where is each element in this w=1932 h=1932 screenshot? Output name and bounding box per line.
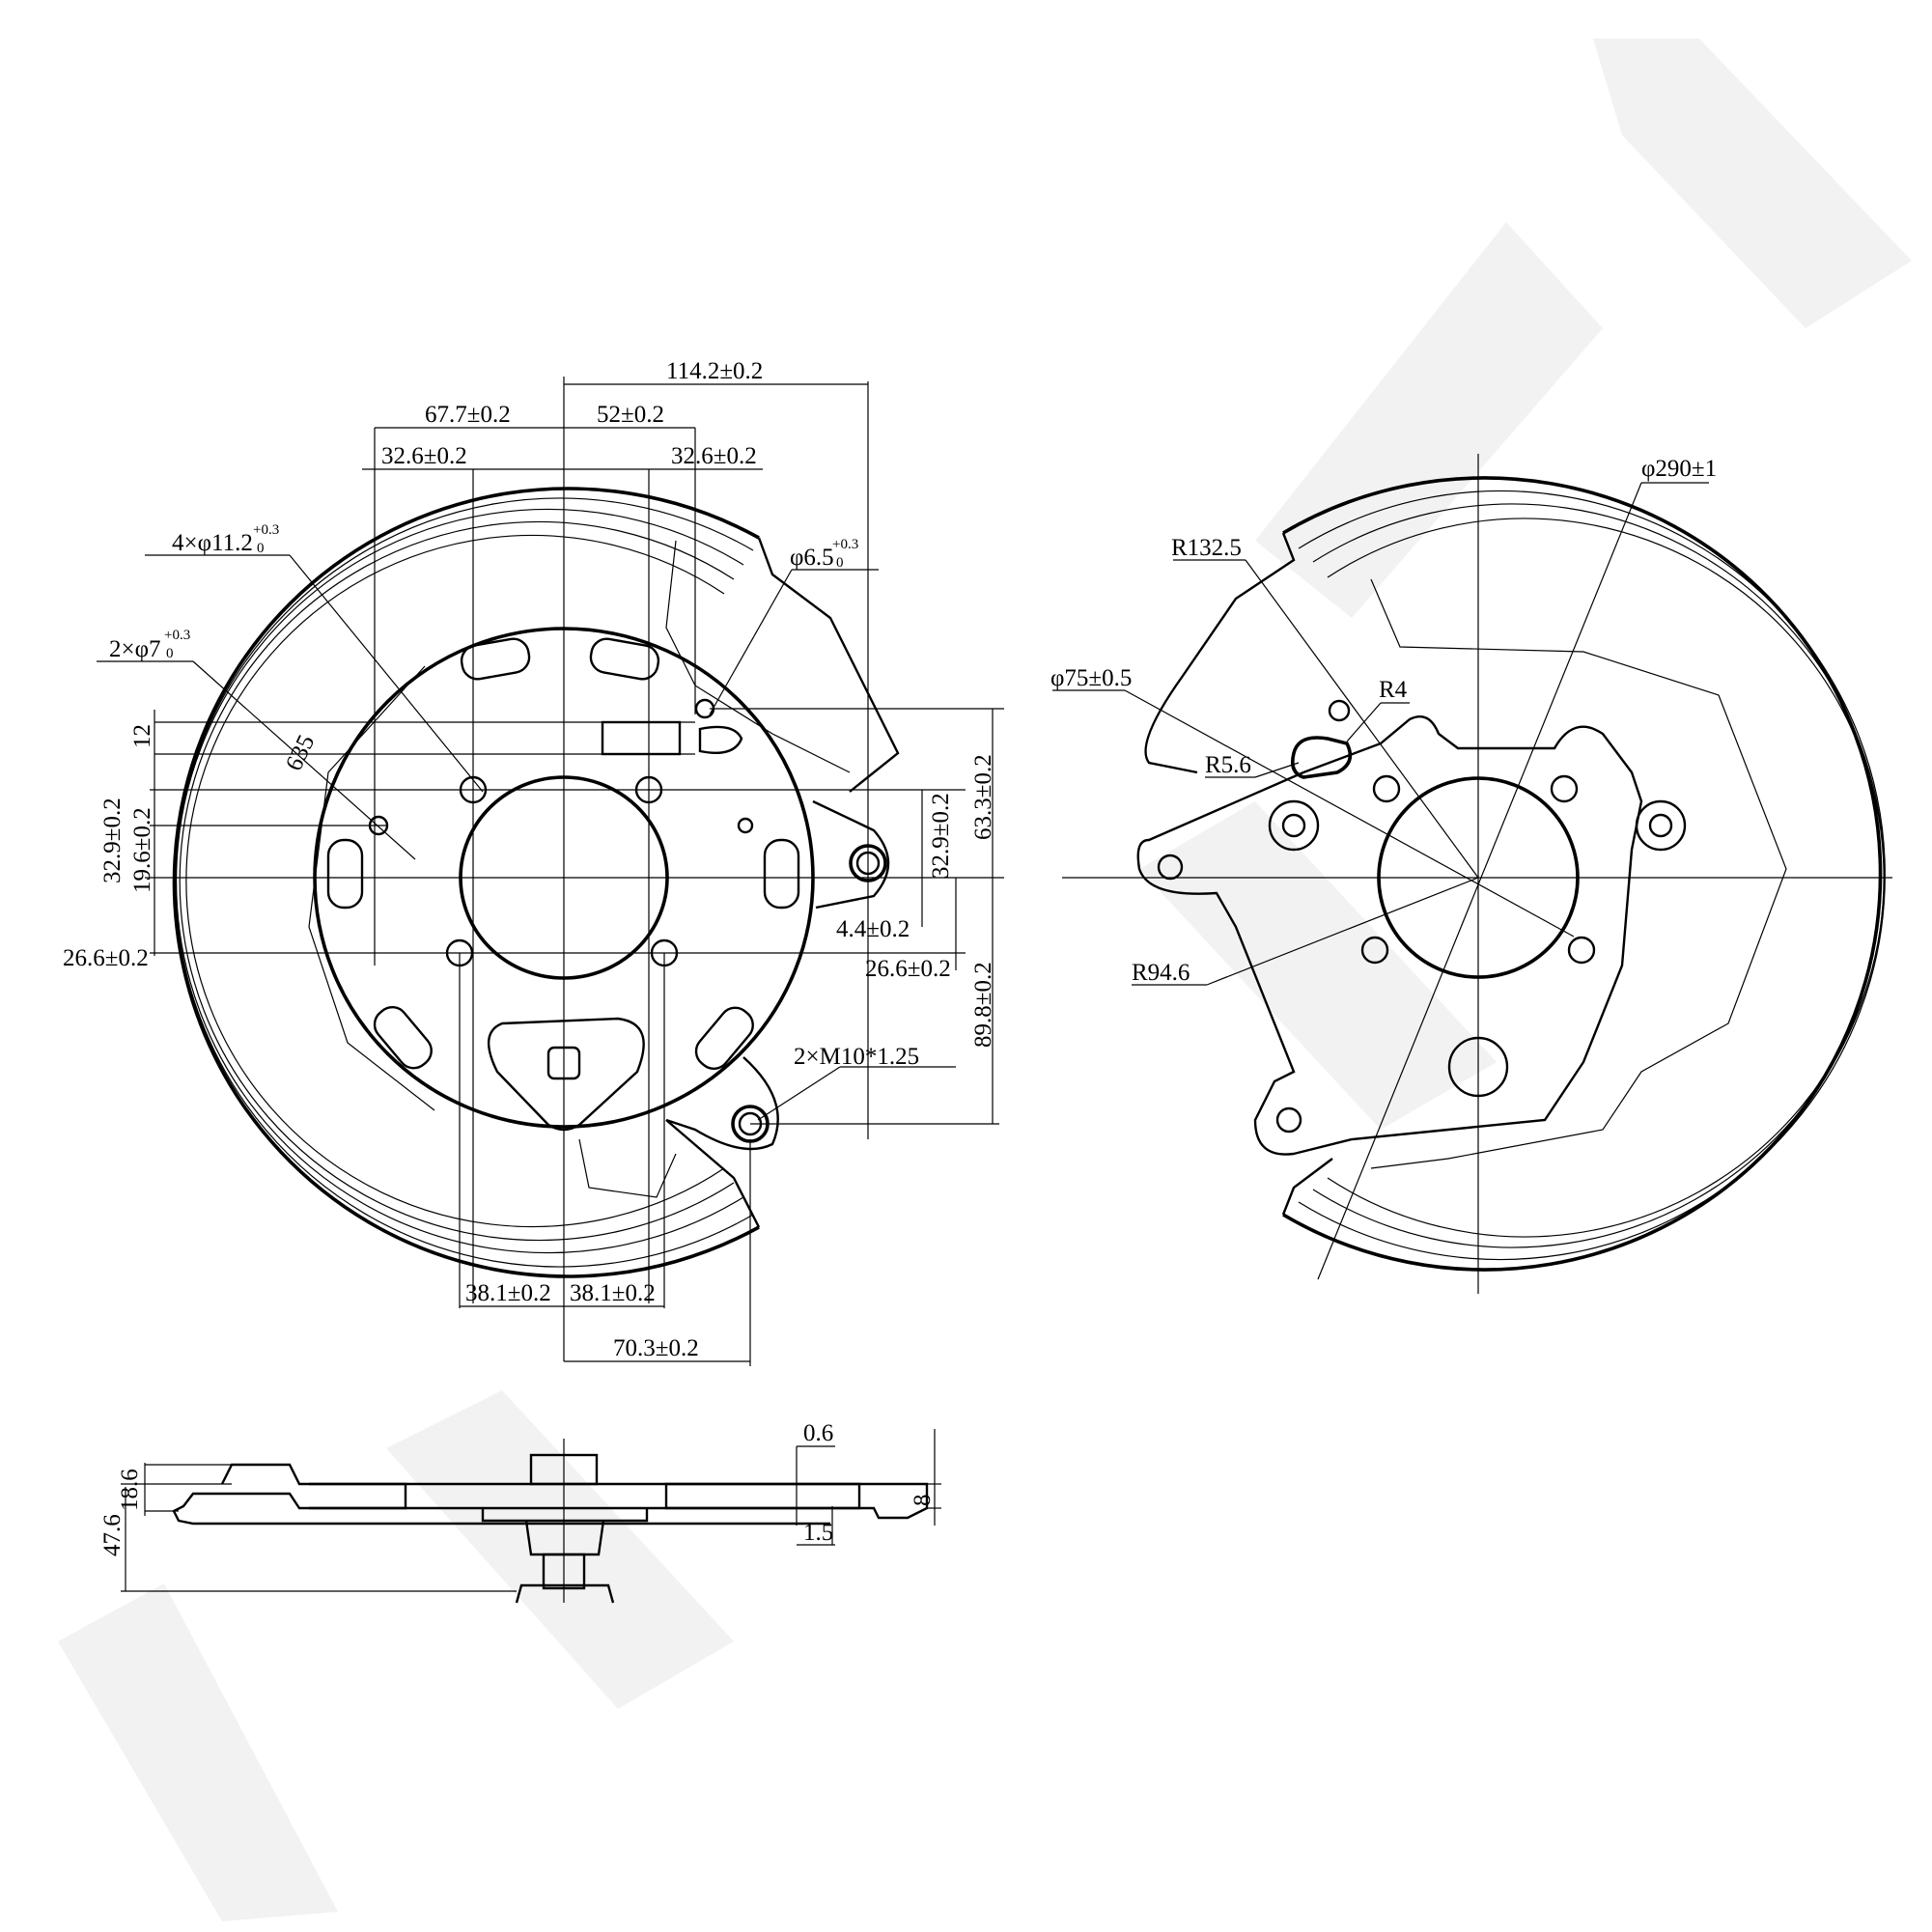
shield-profile: [172, 1463, 929, 1526]
dim-diameter-290: φ290±1: [1641, 456, 1717, 482]
dimension-lines: [97, 381, 1004, 1366]
dim-63-3: 63.3±0.2: [970, 754, 996, 840]
dim-38-1-left: 38.1±0.2: [465, 1280, 551, 1306]
dim-47-6: 47.6: [99, 1514, 126, 1556]
bolt-hole: [1360, 936, 1389, 965]
hub-plate: [313, 627, 815, 1129]
tolerance-upper: +0.3: [253, 522, 279, 538]
oval-slot: [698, 725, 743, 755]
shield-outer-edge: [1282, 476, 1883, 1272]
dim-26-6-right: 26.6±0.2: [865, 956, 951, 982]
locating-hole: [737, 817, 754, 834]
tolerance-upper: +0.3: [832, 537, 858, 552]
shield-cut: [1144, 532, 1296, 774]
front-view-dimensions: 114.2±0.2 67.7±0.2 52±0.2 32.6±0.2 32.6±…: [63, 358, 996, 1361]
dim-0-6: 0.6: [803, 1420, 833, 1446]
sensor-top: [529, 1453, 599, 1486]
dimension-lines: [1052, 482, 1709, 1280]
bolt-hole: [1372, 774, 1401, 803]
mount-hole: [1648, 813, 1673, 838]
dim-89-8: 89.8±0.2: [970, 962, 996, 1048]
rear-view-dimensions: φ290±1 R132.5 φ75±0.5 R4 R5.6 R94.6: [1050, 456, 1717, 986]
dim-52: 52±0.2: [597, 402, 664, 428]
side-view-dimensions: 0.6 8 18.6 47.6 1.5: [99, 1420, 936, 1556]
mount-hole: [1281, 813, 1306, 838]
shield-outer-edge: [172, 487, 760, 1278]
dim-diameter-75: φ75±0.5: [1050, 665, 1132, 691]
dim-hole-6-5: φ6.5: [790, 545, 834, 571]
rect-slot: [601, 720, 682, 756]
tolerance-lower: 0: [257, 541, 265, 556]
hatched-section: [664, 1482, 861, 1510]
dim-12: 12: [129, 724, 155, 748]
bolt-hole: [1567, 936, 1596, 965]
sensor-hole: [1447, 1036, 1509, 1098]
sensor-connector: [546, 1046, 581, 1080]
dim-32-6-left: 32.6±0.2: [381, 443, 467, 469]
center-bore: [459, 775, 669, 980]
dim-18-6: 18.6: [117, 1469, 143, 1511]
rear-view: [1052, 454, 1892, 1294]
center-bore: [1377, 776, 1580, 979]
dim-32-9-left: 32.9±0.2: [99, 798, 126, 883]
dim-thread-m10: 2×M10*1.25: [794, 1044, 919, 1070]
small-hole: [1328, 699, 1351, 722]
shield-cut-lower: [1281, 1158, 1333, 1216]
dim-4-4: 4.4±0.2: [836, 916, 910, 942]
dim-r132-5: R132.5: [1171, 535, 1242, 561]
dim-70-3: 70.3±0.2: [613, 1335, 699, 1361]
oval-hole: [1290, 736, 1353, 779]
sensor-clip: [515, 1583, 615, 1604]
dim-26-6-left: 26.6±0.2: [63, 945, 149, 971]
dim-r5-6: R5.6: [1205, 752, 1251, 778]
dim-2x-hole-7: 2×φ7: [109, 636, 161, 662]
sensor-boss: [487, 1017, 645, 1132]
dim-r4: R4: [1379, 677, 1408, 703]
dim-38-1-right: 38.1±0.2: [570, 1280, 656, 1306]
dim-19-6: 19.6±0.2: [129, 807, 155, 893]
dim-4x-hole-11-2: 4×φ11.2: [172, 530, 253, 556]
front-view: [97, 377, 1004, 1366]
dim-r94-6: R94.6: [1132, 960, 1190, 986]
tolerance-lower: 0: [836, 555, 844, 571]
tolerance-lower: 0: [166, 646, 174, 661]
side-view: [121, 1429, 941, 1604]
dim-114-2: 114.2±0.2: [666, 358, 763, 384]
dim-32-6-right: 32.6±0.2: [671, 443, 757, 469]
dim-8: 8: [910, 1495, 936, 1507]
mounting-bracket: [1136, 714, 1643, 1156]
bolt-hole: [1550, 774, 1579, 803]
tolerance-upper: +0.3: [164, 628, 190, 643]
dim-angle: 635: [281, 731, 320, 774]
ear-hole: [1275, 1106, 1302, 1134]
dimension-lines: [121, 1429, 941, 1592]
dim-32-9-right: 32.9±0.2: [928, 793, 954, 879]
dim-67-7: 67.7±0.2: [425, 402, 511, 428]
mount-ear-upper: [812, 799, 890, 910]
hatched-section-left: [309, 1482, 407, 1510]
ear-hole: [1157, 854, 1184, 881]
watermark-logo: [58, 39, 1912, 1921]
shield-upper-cut: [757, 537, 900, 793]
dim-1-5: 1.5: [803, 1520, 833, 1546]
mount-ear-lower: [665, 1056, 779, 1151]
